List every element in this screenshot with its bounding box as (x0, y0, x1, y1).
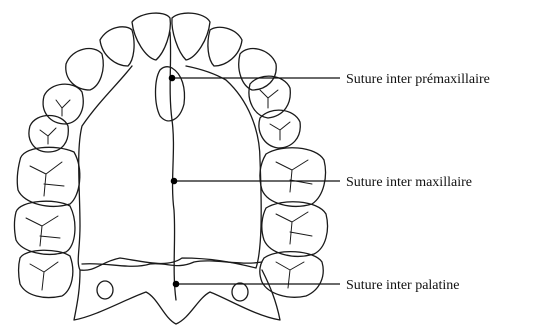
palate-outline (78, 66, 261, 270)
palatine-border (74, 270, 280, 324)
label-maxillary-suture: Suture inter maxillaire (346, 175, 472, 190)
molar-3-right (260, 252, 323, 298)
molar-2-left (15, 201, 75, 254)
lateral-incisor-left (100, 27, 134, 66)
marker-maxillary (171, 178, 178, 185)
molar-3-left (19, 250, 73, 297)
palatine-foramen-right (232, 283, 248, 301)
marker-premaxillary (169, 75, 176, 82)
central-incisor-right (172, 13, 210, 60)
central-incisor-left (132, 13, 170, 60)
molar-1-right (260, 148, 326, 207)
median-suture-line (170, 32, 176, 300)
molar-1-left (17, 147, 80, 206)
premolar-1-left (43, 84, 83, 124)
canine-right (239, 49, 276, 90)
lateral-incisor-right (208, 27, 242, 66)
molar-2-right (262, 202, 328, 257)
marker-palatine (173, 281, 180, 288)
canine-left (66, 49, 103, 90)
label-premaxillary-suture: Suture inter prémaxillaire (346, 72, 490, 87)
label-palatine-suture: Suture inter palatine (346, 278, 460, 293)
palatine-foramen-left (97, 281, 113, 299)
premolar-2-left (29, 116, 68, 153)
premolar-2-right (259, 110, 300, 148)
